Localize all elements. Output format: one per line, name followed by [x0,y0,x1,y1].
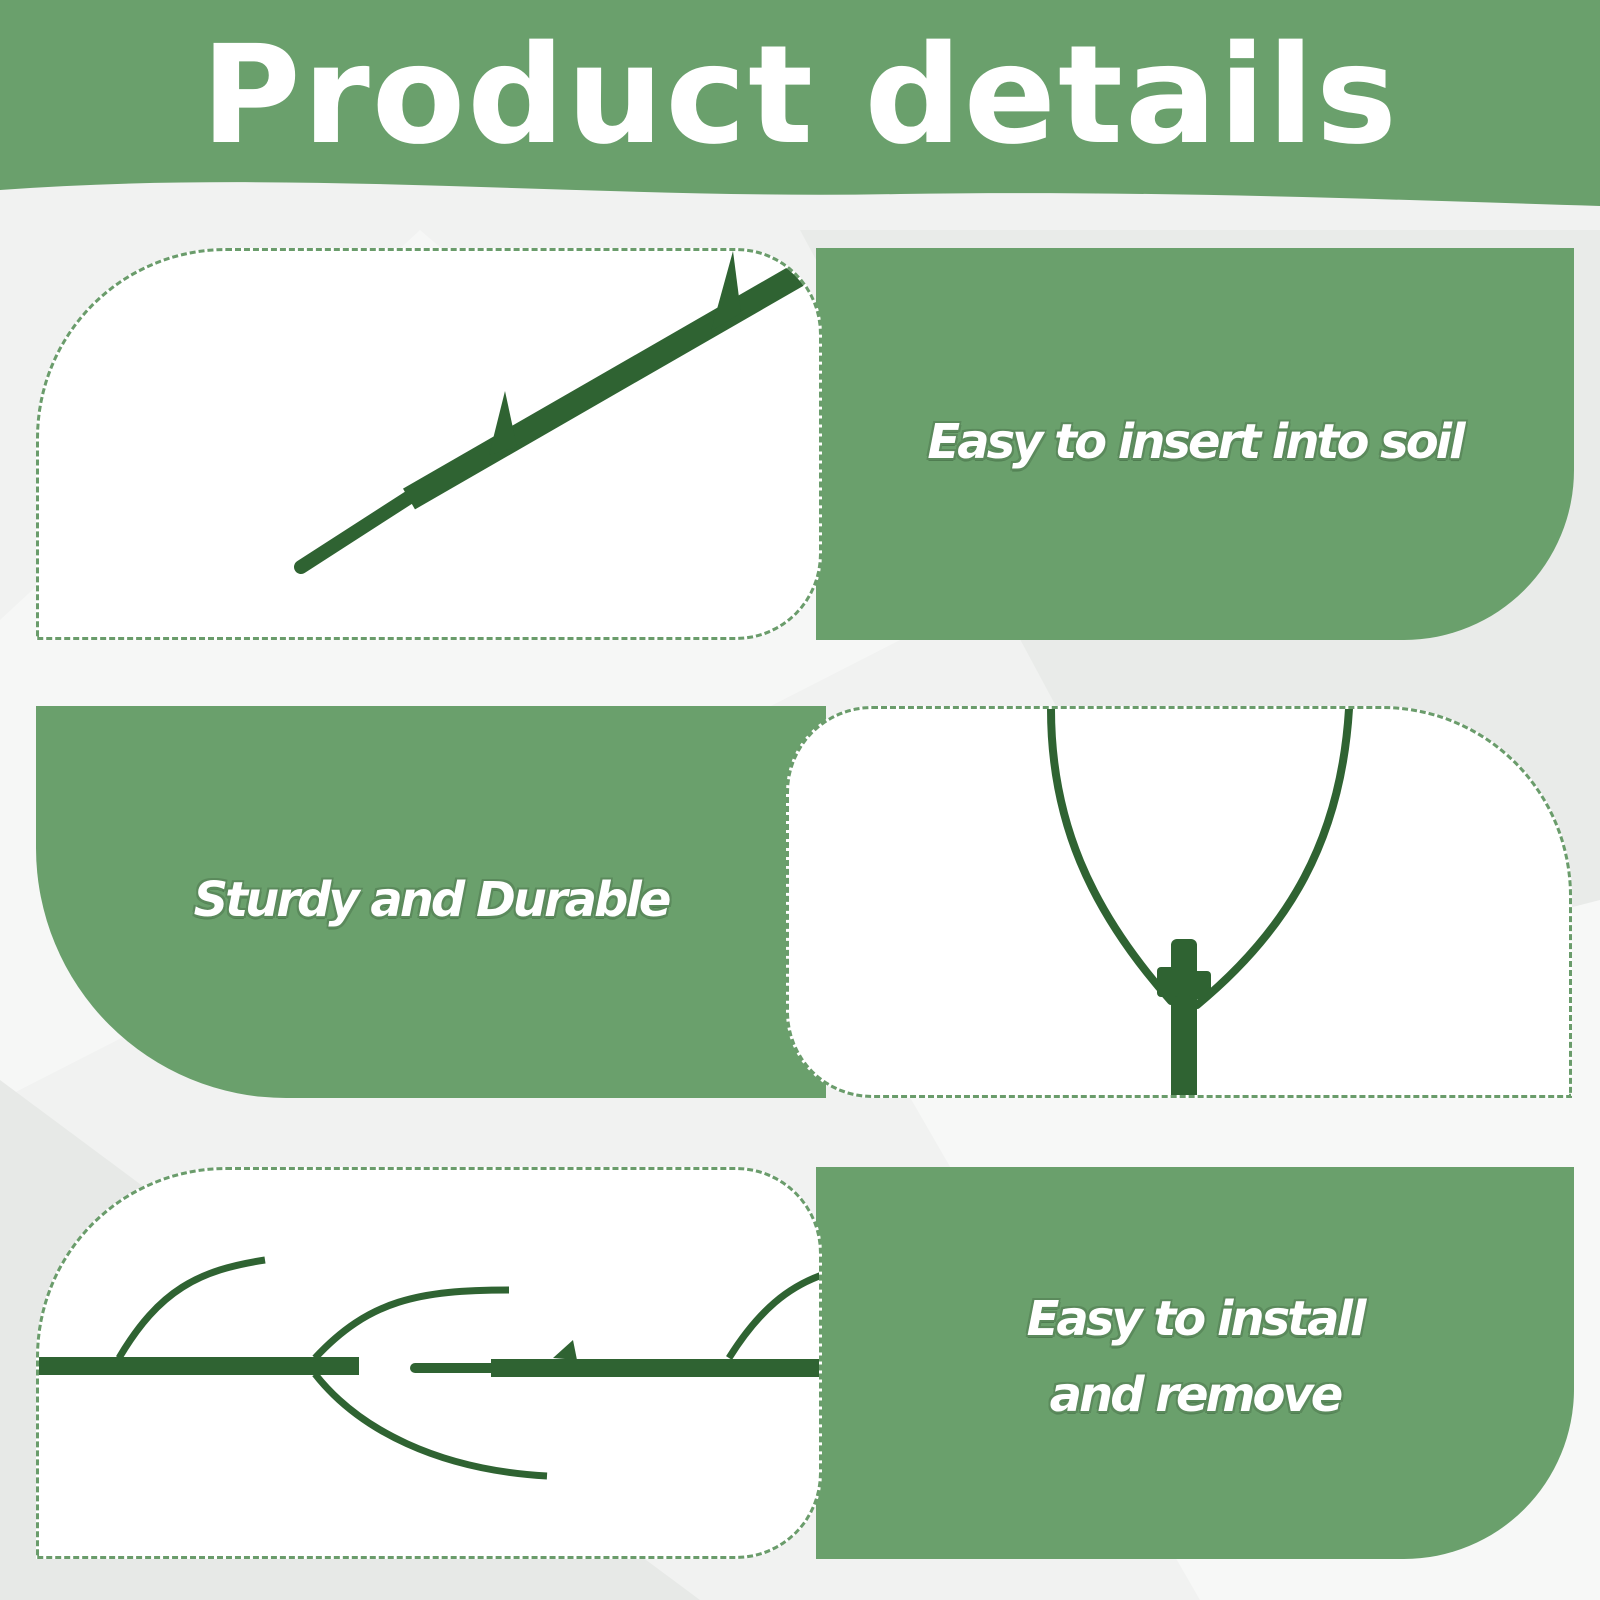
feature-section-insert: Easy to insert into soil [36,248,1574,640]
feature-panel [816,248,1574,640]
product-photo-connectors [36,1167,822,1559]
feature-section-durable: Sturdy and Durable [36,706,1574,1098]
feature-label-line: and remove [1049,1367,1344,1423]
product-photo-support-ring-joint [786,706,1572,1098]
page-title: Product details [201,17,1399,175]
product-photo-spike-tip [36,248,822,640]
feature-label: Easy to insert into soil [927,414,1465,470]
feature-section-install: Easy to install and remove [36,1167,1574,1559]
feature-label-line: Easy to install [1026,1291,1367,1347]
feature-panel [36,706,826,1098]
feature-panel [816,1167,1574,1559]
feature-label: Sturdy and Durable [193,872,672,928]
feature-label: Easy to install and remove [816,1281,1574,1433]
header-band [0,0,1600,206]
